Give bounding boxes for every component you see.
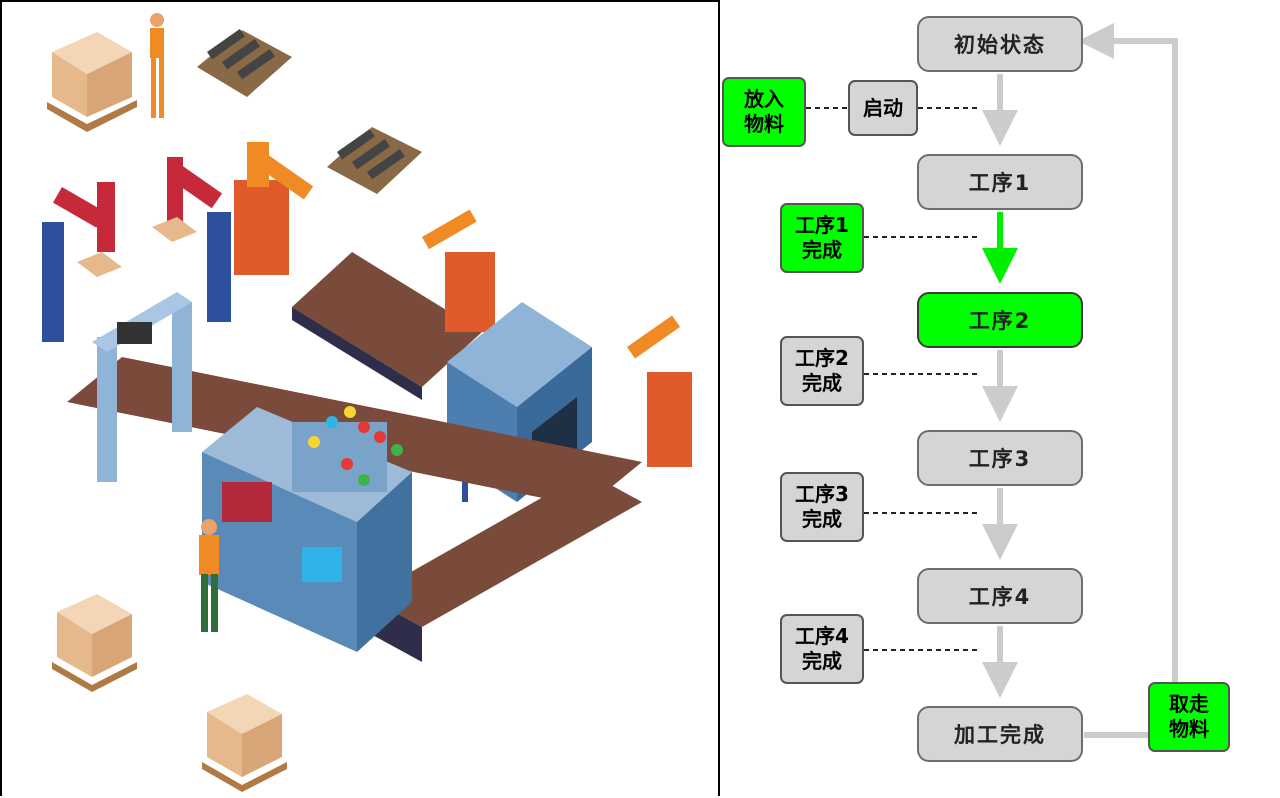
state-step3-label: 工序3 <box>968 447 1032 471</box>
robot-orange-right <box>626 315 692 467</box>
tray-top-2 <box>327 127 422 194</box>
signal-s1-line2: 完成 <box>802 238 842 262</box>
crate-stack-top-left <box>47 32 137 132</box>
robot-orange-top <box>234 142 314 275</box>
state-step1: 工序1 <box>917 154 1083 210</box>
signal-s2-line2: 完成 <box>802 371 842 395</box>
robot-orange-mid <box>422 209 495 332</box>
signal-load-line2: 物料 <box>744 112 784 136</box>
state-init: 初始状态 <box>917 16 1083 72</box>
signal-s4-line1: 工序4 <box>795 624 849 648</box>
signal-load-material: 放入 物料 <box>722 77 806 147</box>
worker-top <box>150 13 164 118</box>
crate-stack-bottom-1 <box>52 594 137 692</box>
signal-step1-done: 工序1 完成 <box>780 203 864 273</box>
signal-s3-line1: 工序3 <box>795 482 849 506</box>
state-init-label: 初始状态 <box>954 33 1046 57</box>
signal-start: 启动 <box>848 80 918 136</box>
signal-s3-line2: 完成 <box>802 507 842 531</box>
state-step1-label: 工序1 <box>968 171 1032 195</box>
state-step2: 工序2 <box>917 292 1083 348</box>
robot-arms-left <box>42 157 231 342</box>
signal-load-line1: 放入 <box>744 87 784 111</box>
signal-take-material: 取走 物料 <box>1148 682 1230 752</box>
signal-take-line2: 物料 <box>1169 717 1209 741</box>
factory-illustration <box>0 0 720 796</box>
process-flow-diagram: 初始状态 工序1 工序2 工序3 工序4 加工完成 放入 物料 启动 工序1 完… <box>720 0 1280 796</box>
signal-step2-done: 工序2 完成 <box>780 336 864 406</box>
signal-step4-done: 工序4 完成 <box>780 614 864 684</box>
state-done: 加工完成 <box>917 706 1083 762</box>
state-step4-label: 工序4 <box>968 585 1032 609</box>
signal-take-line1: 取走 <box>1169 692 1209 716</box>
state-step2-label: 工序2 <box>968 309 1032 333</box>
crate-stack-bottom-2 <box>202 694 287 792</box>
control-console <box>202 406 412 652</box>
worker-front <box>199 519 219 632</box>
tray-top-1 <box>197 29 292 97</box>
signal-step3-done: 工序3 完成 <box>780 472 864 542</box>
gantry <box>92 292 192 482</box>
factory-scene <box>42 13 692 792</box>
conveyor-back <box>292 252 482 400</box>
state-step3: 工序3 <box>917 430 1083 486</box>
arrow-return-loop <box>1078 23 1178 738</box>
state-step4: 工序4 <box>917 568 1083 624</box>
signal-s2-line1: 工序2 <box>795 346 849 370</box>
flow-connectors <box>806 23 1178 738</box>
state-done-label: 加工完成 <box>954 723 1046 747</box>
signal-s4-line2: 完成 <box>802 649 842 673</box>
signal-s1-line1: 工序1 <box>795 213 849 237</box>
signal-start-label: 启动 <box>863 95 903 120</box>
